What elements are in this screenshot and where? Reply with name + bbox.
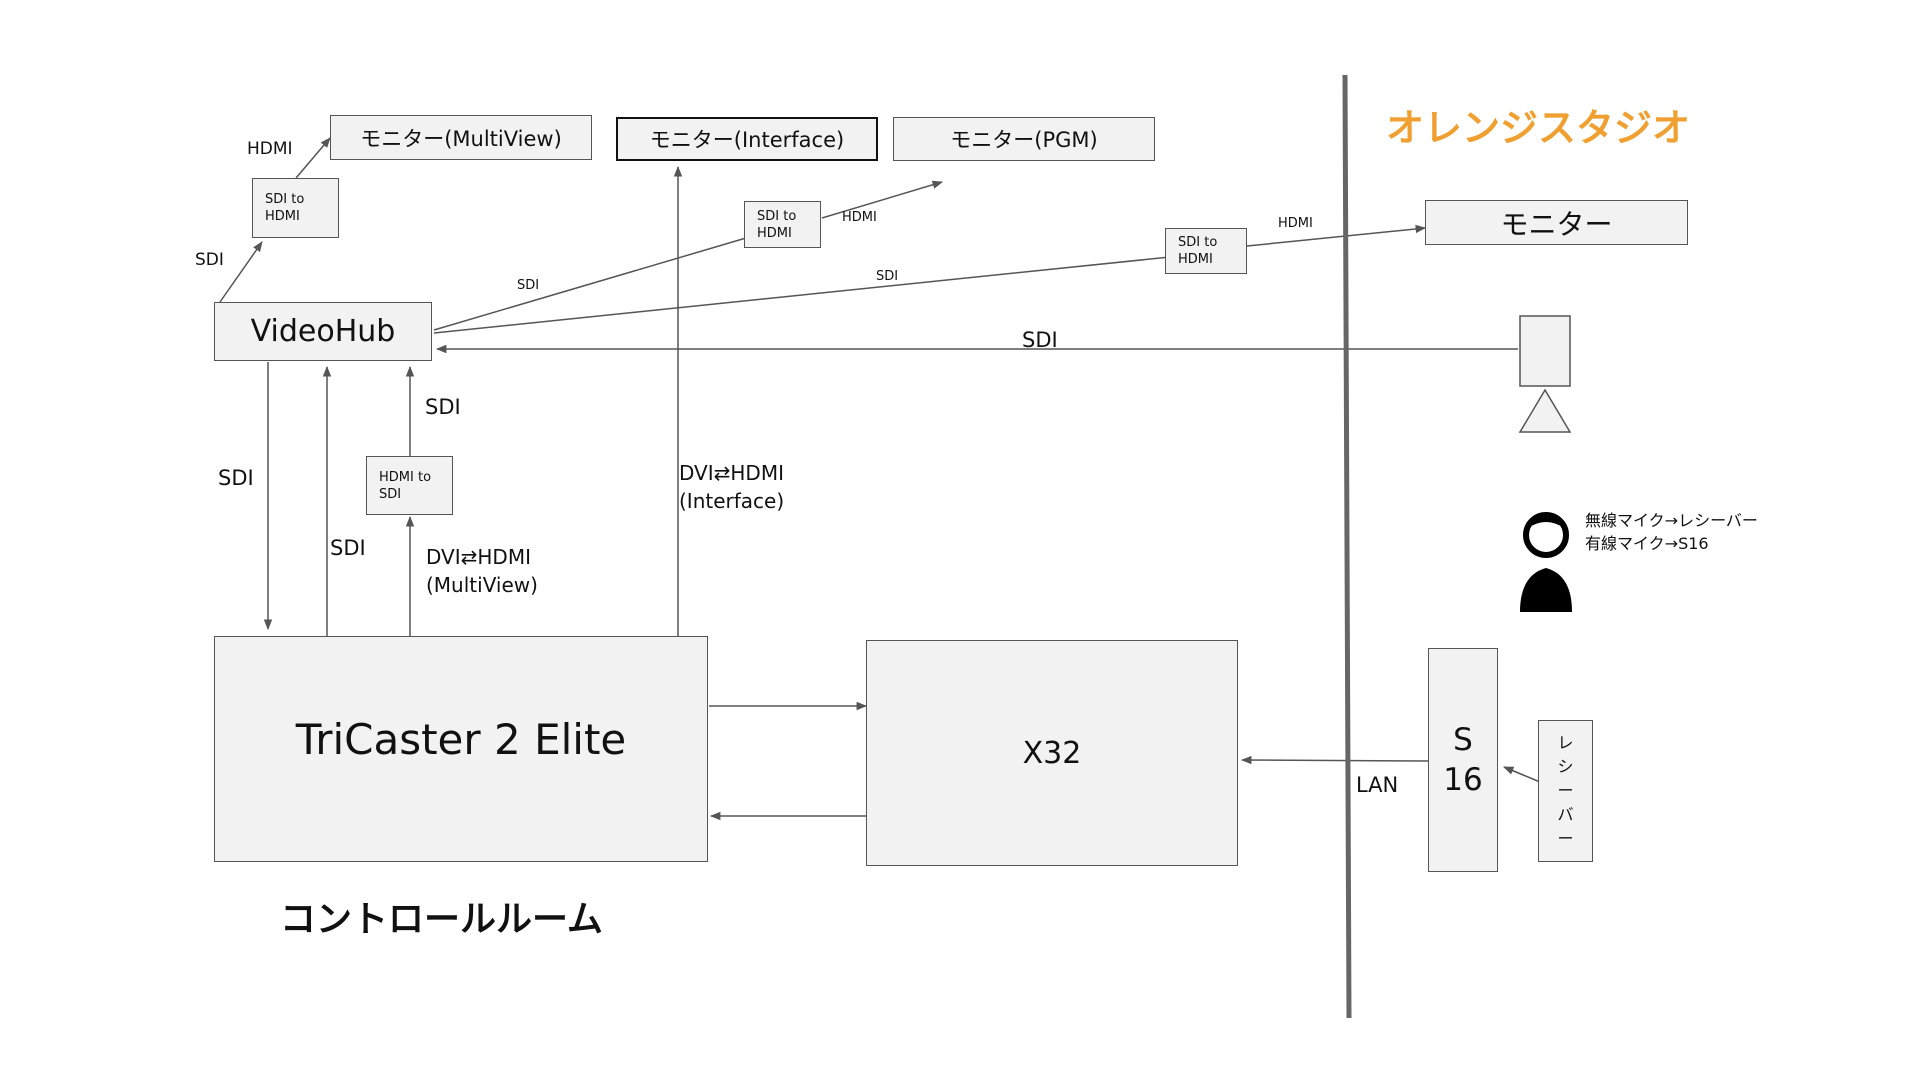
label-sdi-vh-conv1: SDI: [195, 250, 224, 270]
line-vh-to-conv1: [219, 241, 263, 303]
label-hdmi-studio-monitor: HDMI: [1278, 216, 1313, 231]
camera-icon: [1518, 315, 1572, 433]
monitor-interface: モニター(Interface): [616, 117, 878, 161]
s16-stagebox: S 16: [1428, 648, 1498, 872]
label-sdi-vh-studio: SDI: [876, 269, 899, 284]
x32-mixer: X32: [866, 640, 1238, 866]
line-vh-to-studio-conv: [433, 256, 1171, 334]
label-dvi-multiview: DVI⇄HDMI (MultiView): [426, 545, 538, 597]
room-divider: [1342, 74, 1352, 1019]
monitor-multiview: モニター(MultiView): [330, 115, 592, 160]
tricaster: TriCaster 2 Elite: [214, 636, 708, 862]
person-icon: [1520, 512, 1572, 612]
mic-note: 無線マイク→レシーバー 有線マイク→S16: [1585, 511, 1758, 553]
converter-sdi-to-hdmi-1: SDI to HDMI: [252, 178, 339, 238]
line-vh-to-conv2: [433, 237, 747, 331]
line-studio-conv-to-monitor: [1246, 224, 1427, 247]
label-sdi-vh-tc: SDI: [218, 466, 254, 490]
label-dvi-interface: DVI⇄HDMI (Interface): [679, 461, 785, 513]
label-lan: LAN: [1356, 773, 1399, 797]
label-hdmi-multiview: HDMI: [247, 139, 293, 159]
label-sdi-tc-vh: SDI: [330, 536, 366, 560]
receiver: レ シ ー バ ー: [1538, 720, 1593, 862]
converter-sdi-to-hdmi-studio: SDI to HDMI: [1165, 228, 1247, 274]
line-conv2-to-pgm: [821, 180, 944, 219]
label-hdmi-pgm: HDMI: [842, 210, 877, 225]
monitor-pgm: モニター(PGM): [893, 117, 1155, 161]
label-sdi-camera: SDI: [1022, 328, 1058, 352]
converter-sdi-to-hdmi-2: SDI to HDMI: [744, 201, 821, 248]
label-sdi-conv-vh: SDI: [425, 395, 461, 419]
studio-title: オレンジスタジオ: [1386, 106, 1691, 150]
line-s16-to-x32: [1240, 755, 1429, 765]
line-receiver-to-s16: [1503, 766, 1541, 783]
line-conv1-to-multiview: [295, 137, 331, 179]
control-room-title: コントロールルーム: [280, 899, 603, 940]
videohub: VideoHub: [214, 302, 432, 361]
studio-monitor: モニター: [1425, 200, 1688, 245]
label-sdi-vh-conv2: SDI: [517, 278, 540, 293]
converter-hdmi-to-sdi: HDMI to SDI: [366, 456, 453, 515]
